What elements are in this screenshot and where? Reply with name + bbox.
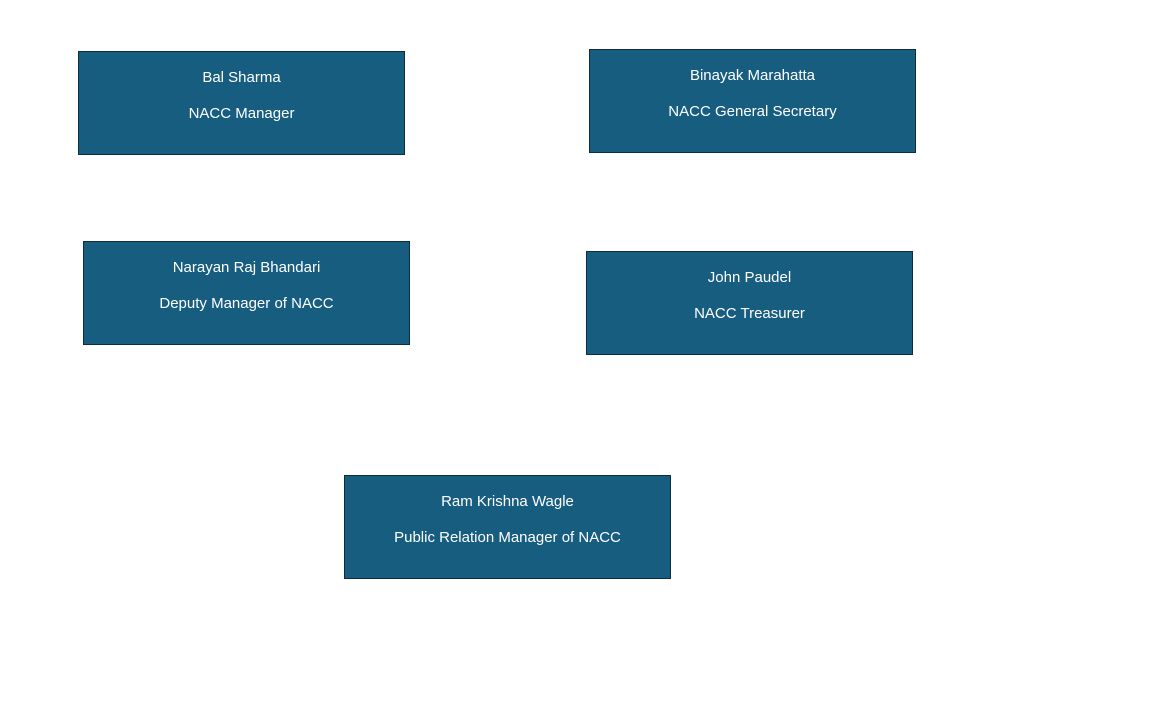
member-name: John Paudel [707,269,792,286]
member-name: Ram Krishna Wagle [441,493,574,510]
member-name: Bal Sharma [202,69,281,86]
member-card-narayan-raj-bhandari: Narayan Raj Bhandari Deputy Manager of N… [83,241,410,345]
member-card-john-paudel: John Paudel NACC Treasurer [586,251,913,355]
member-role: NACC General Secretary [668,103,837,120]
member-role: NACC Treasurer [694,305,805,322]
member-card-ram-krishna-wagle: Ram Krishna Wagle Public Relation Manage… [344,475,671,579]
member-role: Public Relation Manager of NACC [394,529,621,546]
member-role: NACC Manager [188,105,295,122]
member-name: Binayak Marahatta [689,67,816,84]
member-card-binayak-marahatta: Binayak Marahatta NACC General Secretary [589,49,916,153]
member-name: Narayan Raj Bhandari [172,259,321,276]
member-role: Deputy Manager of NACC [159,295,334,312]
member-card-bal-sharma: Bal Sharma NACC Manager [78,51,405,155]
